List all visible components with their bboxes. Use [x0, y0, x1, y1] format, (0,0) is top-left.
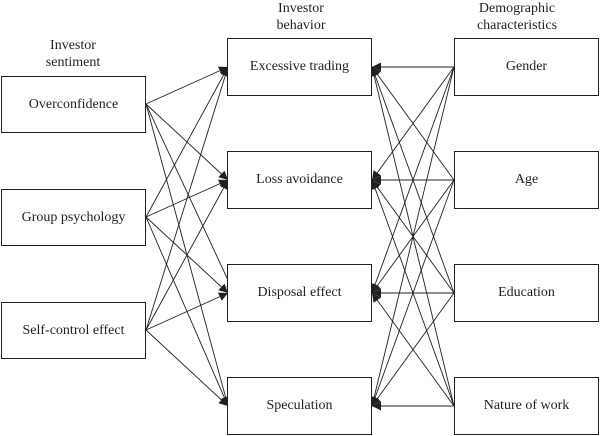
behavior-box-disposal-effect: Disposal effect	[227, 264, 372, 322]
behavior-box-loss-avoidance: Loss avoidance	[227, 151, 372, 209]
sentiment-header: Investor sentiment	[13, 37, 133, 71]
arrow-sentiment-2-to-behavior-2	[145, 292, 229, 331]
behavior-box-speculation: Speculation	[227, 377, 372, 435]
behavior-header: Investor behavior	[241, 0, 361, 34]
demographic-header-line1: Demographic	[478, 1, 556, 16]
edges-group	[145, 62, 455, 411]
demographic-box-age: Age	[454, 151, 599, 209]
arrow-sentiment-1-to-behavior-0	[145, 66, 229, 218]
arrow-demographic-3-to-behavior-1	[370, 179, 455, 407]
arrow-sentiment-0-to-behavior-0	[145, 66, 229, 105]
arrow-demographic-1-to-behavior-0	[371, 66, 455, 181]
sentiment-box-overconfidence: Overconfidence	[1, 76, 146, 133]
sentiment-header-line1: Investor	[50, 38, 96, 53]
arrow-demographic-2-to-behavior-0	[370, 66, 455, 294]
behavior-header-line2: behavior	[276, 18, 326, 33]
demographic-box-education: Education	[454, 264, 599, 322]
arrow-demographic-3-to-behavior-2	[371, 292, 455, 407]
behavior-header-line1: Investor	[278, 1, 324, 16]
arrow-demographic-3-to-behavior-0	[369, 66, 455, 407]
demographic-header-line2: characteristics	[476, 18, 558, 33]
demographic-box-nature-of-work: Nature of work	[454, 377, 599, 435]
demographic-header: Demographic characteristics	[457, 0, 577, 34]
sentiment-box-group-psychology: Group psychology	[1, 189, 146, 246]
arrow-sentiment-2-to-behavior-0	[145, 66, 230, 331]
demographic-box-gender: Gender	[454, 38, 599, 96]
sentiment-box-self-control-effect: Self-control effect	[1, 302, 146, 359]
behavior-box-excessive-trading: Excessive trading	[227, 38, 372, 96]
arrow-sentiment-0-to-behavior-2	[145, 103, 235, 294]
sentiment-header-line2: sentiment	[45, 55, 101, 70]
arrow-sentiment-2-to-behavior-1	[145, 179, 229, 331]
arrow-sentiment-2-to-behavior-3	[145, 329, 229, 407]
